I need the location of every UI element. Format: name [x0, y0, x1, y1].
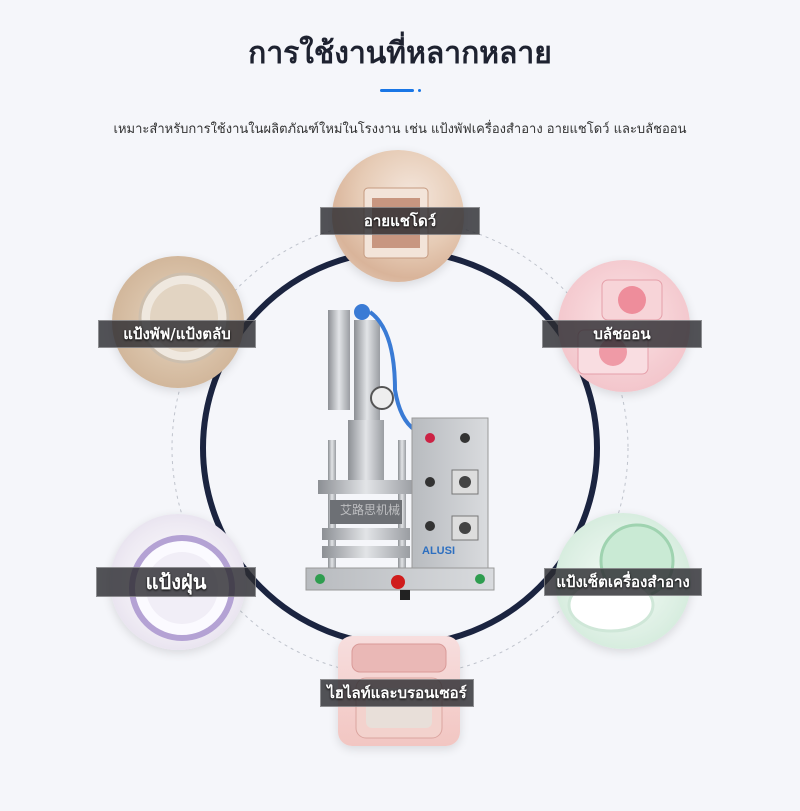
machine-watermark: 艾路思机械 — [340, 502, 400, 517]
label-highlighter-bronzer: ไฮไลท์และบรอนเซอร์ — [320, 679, 474, 707]
page-title: การใช้งานที่หลากหลาย — [248, 36, 552, 71]
label-blush: บลัชออน — [542, 320, 702, 348]
title-accent-bar — [380, 89, 414, 92]
label-eyeshadow: อายแชโดว์ — [320, 207, 480, 235]
page-subtitle: เหมาะสำหรับการใช้งานในผลิตภัณฑ์ใหม่ในโรง… — [113, 122, 687, 137]
label-setting-powder: แป้งเซ็ตเครื่องสำอาง — [544, 568, 702, 596]
title-accent-dot — [418, 89, 421, 92]
label-loose-powder: แป้งฝุ่น — [96, 567, 256, 597]
label-compact-powder: แป้งพัฟ/แป้งตลับ — [98, 320, 256, 348]
press-machine-image: ALUSI 艾路思机械 — [305, 304, 495, 600]
machine-brand: ALUSI — [422, 545, 455, 557]
